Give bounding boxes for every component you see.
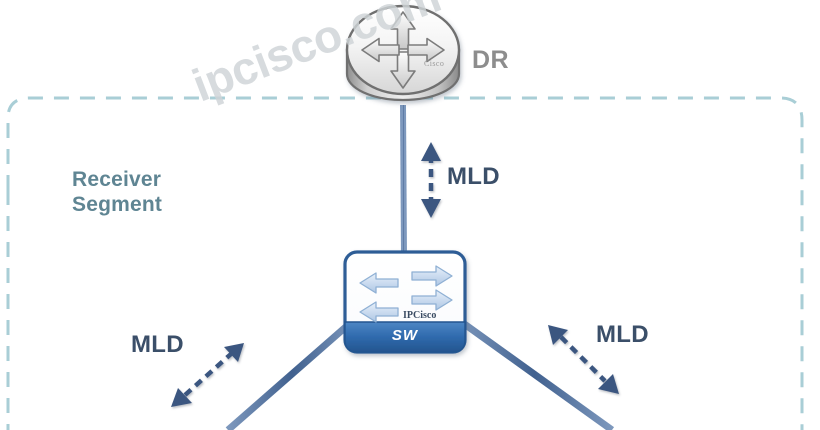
router-body-icon [345, 4, 461, 96]
mld-arrow-top [421, 142, 441, 218]
router-node[interactable]: Cisco [345, 4, 461, 102]
router-arrows-icon [361, 11, 445, 89]
link-router-switch [400, 104, 407, 259]
mld-arrow-left [171, 343, 244, 407]
mld-label-right: MLD [596, 321, 649, 348]
switch-label-bar [344, 321, 466, 353]
receiver-segment-label-line1: Receiver [72, 168, 162, 191]
mld-label-top: MLD [447, 163, 500, 190]
mld-arrow-right [548, 325, 619, 394]
switch-node[interactable]: IPCisco [343, 250, 467, 354]
switch-brand-icon: IPCisco [403, 310, 436, 321]
mld-label-left: MLD [131, 331, 184, 358]
link-switch-receiver-left [225, 315, 359, 430]
receiver-segment-label-line2: Segment [72, 192, 163, 216]
link-switch-receiver-right [453, 315, 615, 430]
switch-arrows-icon [359, 265, 453, 323]
switch-label-sw: SW [391, 327, 419, 344]
router-brand-icon: Cisco [424, 59, 444, 68]
link-layer [225, 0, 615, 430]
router-label-dr: DR [472, 46, 510, 74]
